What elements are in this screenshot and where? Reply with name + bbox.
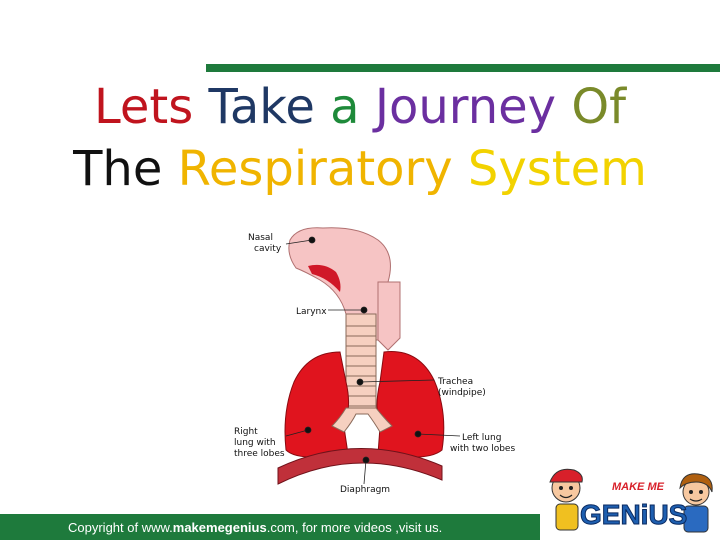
title-word: Respiratory xyxy=(177,141,453,197)
label-larynx: Larynx xyxy=(296,307,327,317)
label-nasal-1: Nasal xyxy=(248,233,273,243)
copyright-text: Copyright of www.makemegenius.com, for m… xyxy=(68,520,442,535)
copyright-suffix: .com, for more videos ,visit us. xyxy=(266,520,443,535)
title-word: a xyxy=(330,79,360,135)
label-trachea-1: Trachea xyxy=(437,377,473,387)
trachea-rings xyxy=(346,325,376,407)
right-lung-shape xyxy=(284,351,350,458)
label-left-lung-2: with two lobes xyxy=(450,444,515,454)
makemegenius-logo: MAKE ME GENiUS xyxy=(540,462,720,540)
top-accent-bar xyxy=(206,64,720,72)
title-word: Journey xyxy=(374,79,557,135)
label-nasal-2: cavity xyxy=(254,244,282,254)
esophagus-shape xyxy=(377,281,401,351)
left-lung-shape xyxy=(376,351,445,458)
mouth-shape xyxy=(308,264,341,292)
slide-title: Lets Take a Journey Of The Respiratory S… xyxy=(0,76,720,200)
title-word: System xyxy=(467,141,647,197)
label-right-lung-2: lung with xyxy=(234,438,276,448)
title-word: Of xyxy=(571,79,627,135)
label-trachea-2: (windpipe) xyxy=(438,388,486,398)
label-right-lung-3: three lobes xyxy=(234,449,285,459)
logo-text-top: MAKE ME xyxy=(612,481,665,493)
title-word: Take xyxy=(208,79,315,135)
title-line-2: The Respiratory System xyxy=(0,138,720,200)
trachea-shape xyxy=(345,313,377,415)
label-diaphragm: Diaphragm xyxy=(340,485,390,495)
title-word: The xyxy=(73,141,163,197)
diaphragm-shape xyxy=(277,448,443,485)
bronchi-shape xyxy=(331,407,393,433)
title-line-1: Lets Take a Journey Of xyxy=(0,76,720,138)
site-link[interactable]: makemegenius xyxy=(172,520,267,535)
logo-text-main: GENiUS xyxy=(580,499,687,530)
boy-cartoon-icon xyxy=(549,468,583,531)
label-left-lung-1: Left lung xyxy=(462,433,501,443)
label-right-lung-1: Right xyxy=(234,427,258,437)
girl-cartoon-icon xyxy=(679,473,713,533)
respiratory-system-diagram: Nasal cavity Larynx Trachea (windpipe) R… xyxy=(228,222,528,497)
title-word: Lets xyxy=(93,79,194,135)
copyright-prefix: Copyright of www. xyxy=(68,520,173,535)
